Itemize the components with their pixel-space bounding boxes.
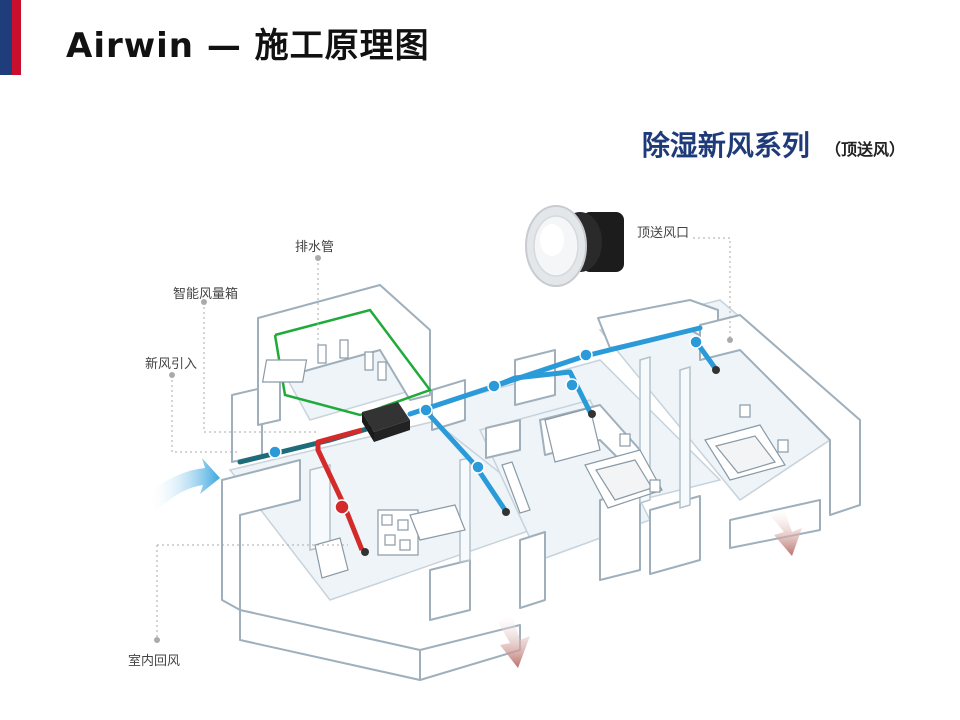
return-damper-icon xyxy=(334,499,350,515)
exhaust-arrows xyxy=(498,509,802,668)
header-accent-blue xyxy=(0,0,12,75)
leader-lines xyxy=(156,237,731,640)
subtitle-main: 除湿新风系列 xyxy=(641,129,810,162)
label-smart-air-box: 智能风量箱 xyxy=(173,287,239,302)
smart-air-volume-box xyxy=(362,402,410,442)
header-accent-red xyxy=(12,0,21,75)
label-indoor-return-air: 室内回风 xyxy=(128,654,181,669)
return-air-duct xyxy=(315,427,365,551)
diagram-subtitle: 除湿新风系列 （顶送风） xyxy=(642,124,905,164)
supply-vent-outlets xyxy=(502,366,720,516)
label-drain-pipe: 排水管 xyxy=(295,240,335,255)
leader-dots xyxy=(154,255,733,643)
label-top-supply-vent: 顶送风口 xyxy=(637,226,690,241)
subtitle-sub: （顶送风） xyxy=(824,140,905,159)
label-fresh-air-intake: 新风引入 xyxy=(145,357,198,372)
intake-damper-icon xyxy=(268,445,282,459)
furniture xyxy=(261,339,789,579)
return-vent-icon xyxy=(361,548,369,556)
drain-pipe-outline xyxy=(273,308,433,417)
fresh-air-inlet-arrow xyxy=(148,458,220,512)
page-title: Airwin — 施工原理图 xyxy=(66,26,430,66)
walls xyxy=(221,284,861,681)
duct-damper-icons xyxy=(419,335,703,474)
ceiling-vent-product-image xyxy=(525,205,624,287)
